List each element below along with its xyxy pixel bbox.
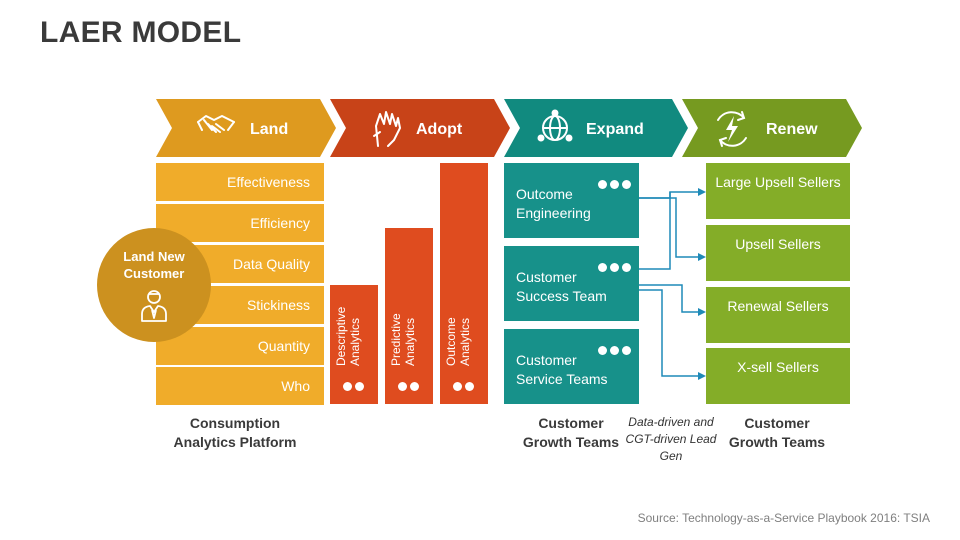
page-title: LAER MODEL [40, 16, 242, 49]
adopt-bar-predictive: Predictive Analytics [385, 228, 433, 404]
expand-box-label: Customer Service Teams [516, 352, 608, 387]
dots-indicator [343, 378, 367, 391]
dots-indicator [453, 378, 477, 391]
adopt-bar-descriptive-label: Descriptive Analytics [334, 306, 362, 366]
adopt-bar-outcome-label: Outcome Analytics [444, 317, 472, 366]
dots-indicator [595, 176, 631, 194]
land-new-customer-circle: Land New Customer [97, 228, 211, 342]
phase-adopt[interactable]: Adopt [330, 99, 510, 157]
dots-indicator [398, 378, 422, 391]
phase-expand-label: Expand [586, 121, 644, 138]
land-row-who: Who [156, 367, 324, 405]
renew-box-large-upsell: Large Upsell Sellers [706, 163, 850, 219]
renew-box-x-sell: X-sell Sellers [706, 348, 850, 404]
handshake-icon [197, 115, 235, 133]
dots-indicator [595, 259, 631, 277]
caption-renew: Customer Growth Teams [728, 415, 826, 450]
renew-box-upsell: Upsell Sellers [706, 225, 850, 281]
expand-box-outcome-engineering: Outcome Engineering [504, 163, 639, 238]
land-circle-label: Land New Customer [123, 249, 185, 281]
phase-land-label: Land [250, 121, 288, 138]
caption-land: Consumption Analytics Platform [173, 415, 297, 450]
caption-lead-gen: Data-driven and CGT-driven Lead Gen [625, 415, 717, 463]
adopt-bar-outcome: Outcome Analytics [440, 163, 488, 404]
expand-box-label: Customer Success Team [516, 269, 607, 304]
customer-icon [141, 290, 167, 322]
connector-lines [639, 191, 700, 377]
dots-indicator [595, 342, 631, 360]
land-row-effectiveness: Effectiveness [156, 163, 324, 201]
connector-arrowheads [698, 188, 706, 380]
caption-expand: Customer Growth Teams [522, 415, 620, 450]
renew-box-renewal: Renewal Sellers [706, 287, 850, 343]
source-note: Source: Technology-as-a-Service Playbook… [637, 511, 930, 525]
expand-box-customer-success: Customer Success Team [504, 246, 639, 321]
phase-land[interactable]: Land [156, 99, 336, 157]
expand-box-customer-service: Customer Service Teams [504, 329, 639, 404]
raised-fist-icon [373, 111, 401, 147]
phase-renew-label: Renew [766, 121, 818, 138]
adopt-bar-predictive-label: Predictive Analytics [389, 313, 417, 366]
phase-adopt-label: Adopt [416, 121, 463, 138]
expand-box-label: Outcome Engineering [516, 186, 591, 221]
renew-energy-icon [717, 111, 747, 147]
phase-renew[interactable]: Renew [682, 99, 862, 157]
phase-expand[interactable]: Expand [504, 99, 688, 157]
globe-network-icon [537, 109, 573, 142]
adopt-bar-descriptive: Descriptive Analytics [330, 285, 378, 404]
